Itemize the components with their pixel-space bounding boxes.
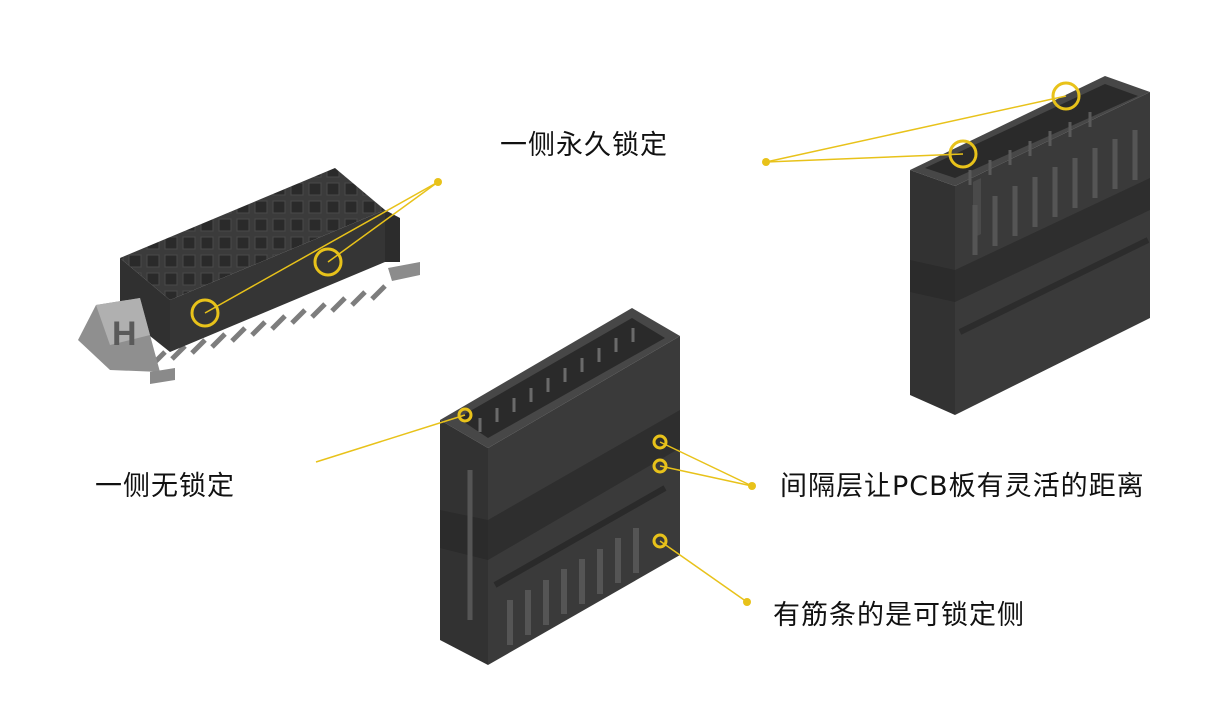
leader-line xyxy=(204,181,439,314)
leader-line xyxy=(765,95,1067,163)
label-spacer-layer: 间隔层让PCB板有灵活的距离 xyxy=(780,471,1145,502)
lock-marker-circle xyxy=(1051,81,1081,111)
spacer-marker-circle xyxy=(652,458,668,474)
vertical-ribs xyxy=(972,130,1138,255)
label-no-lock: 一侧无锁定 xyxy=(95,471,235,502)
contacts xyxy=(478,328,635,432)
leader-dot xyxy=(748,482,756,490)
rib-marker-circle xyxy=(652,533,668,549)
leader-line xyxy=(659,540,748,603)
leader-line xyxy=(659,441,753,487)
vertical-ribs xyxy=(507,528,639,645)
lock-marker-circle xyxy=(190,298,220,328)
spacer-band xyxy=(488,410,680,560)
leader-line xyxy=(327,181,439,263)
leader-line xyxy=(315,414,466,463)
contacts xyxy=(968,112,1092,185)
leader-dot xyxy=(434,178,442,186)
spacer-band xyxy=(955,178,1150,302)
label-ribbed-lockable: 有筋条的是可锁定侧 xyxy=(773,600,1025,631)
leader-line xyxy=(765,153,964,163)
smt-front-face xyxy=(170,210,385,352)
leader-line xyxy=(659,465,753,487)
right-mount-foot xyxy=(388,262,420,281)
smt-connector-left: H xyxy=(78,168,442,384)
smt-top-face xyxy=(120,168,385,300)
smt-end-face xyxy=(120,258,170,352)
stacked-connector-center xyxy=(315,308,756,665)
spacer-marker-circle xyxy=(652,434,668,450)
smt-pins xyxy=(150,284,387,367)
lock-marker-circle xyxy=(313,247,343,277)
stacked-connector-right xyxy=(762,76,1150,415)
leader-dot xyxy=(743,598,751,606)
lock-marker-circle xyxy=(457,407,473,423)
leader-dot xyxy=(762,158,770,166)
h-frame-glyph: H xyxy=(112,315,137,353)
label-permanent-lock: 一侧永久锁定 xyxy=(500,130,668,161)
